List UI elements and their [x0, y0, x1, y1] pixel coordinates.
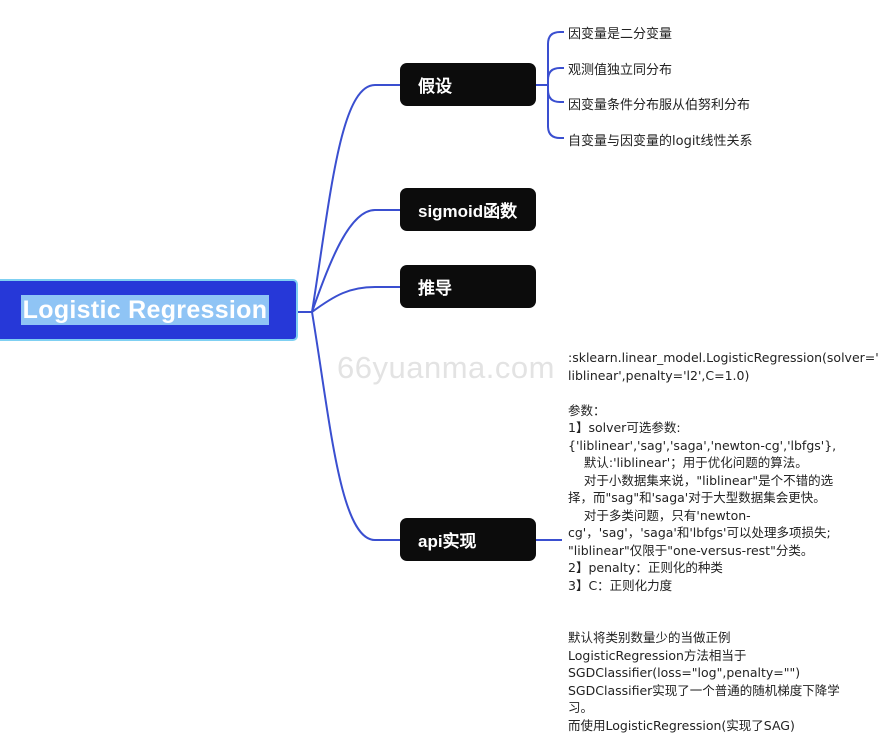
- note-line: :sklearn.linear_model.LogisticRegression…: [568, 350, 879, 365]
- note-line: 对于多类问题，只有'newton-: [568, 507, 751, 523]
- leaf-node[interactable]: 自变量与因变量的logit线性关系: [568, 134, 753, 149]
- note-line: 习。: [568, 700, 594, 715]
- root-node[interactable]: Logistic Regression: [0, 279, 298, 341]
- note-line: {'liblinear','sag','saga','newton-cg','l…: [568, 437, 837, 453]
- branch-label: 推导: [418, 279, 452, 298]
- note-line: "liblinear"仅限于"one-versus-rest"分类。: [568, 542, 814, 558]
- note-line: 对于小数据集来说，"liblinear"是个不错的选: [568, 472, 834, 488]
- note-line: [568, 612, 868, 630]
- leaf-node[interactable]: 因变量是二分变量: [568, 27, 673, 42]
- note-line: 默认将类别数量少的当做正例: [568, 630, 731, 645]
- branch-label: api实现: [418, 532, 477, 551]
- note-line: cg'，'sag'，'saga'和'lbfgs'可以处理多项损失;: [568, 525, 831, 540]
- note-line: 3】C：正则化力度: [568, 577, 673, 593]
- api-note[interactable]: :sklearn.linear_model.LogisticRegression…: [568, 349, 879, 734]
- leaf-node[interactable]: 观测值独立同分布: [568, 63, 673, 78]
- watermark: 66yuanma.com: [337, 350, 555, 385]
- leaf-node[interactable]: 因变量条件分布服从伯努利分布: [568, 98, 751, 113]
- note-line: LogisticRegression方法相当于: [568, 647, 747, 663]
- branch-node-assumptions[interactable]: 假设: [400, 63, 536, 106]
- note-line: 2】penalty：正则化的种类: [568, 560, 723, 575]
- note-line: SGDClassifier(loss="log",penalty=""): [568, 665, 801, 680]
- note-line: liblinear',penalty='l2',C=1.0): [568, 367, 750, 383]
- note-line: [568, 594, 868, 612]
- branch-node-derivation[interactable]: 推导: [400, 265, 536, 308]
- note-line: 参数：: [568, 402, 606, 418]
- root-node-label: Logistic Regression: [20, 295, 270, 325]
- note-line: 1】solver可选参数:: [568, 420, 681, 435]
- note-line: 默认:'liblinear'；用于优化问题的算法。: [568, 455, 808, 470]
- note-line: SGDClassifier实现了一个普通的随机梯度下降学: [568, 682, 840, 698]
- branch-label: sigmoid函数: [418, 202, 518, 221]
- branch-node-sigmoid[interactable]: sigmoid函数: [400, 188, 536, 231]
- branch-label: 假设: [418, 77, 452, 96]
- note-line: [568, 384, 868, 402]
- note-line: 而使用LogisticRegression(实现了SAG): [568, 717, 795, 733]
- branch-node-api[interactable]: api实现: [400, 518, 536, 561]
- note-line: 择，而"sag"和'saga'对于大型数据集会更快。: [568, 490, 826, 505]
